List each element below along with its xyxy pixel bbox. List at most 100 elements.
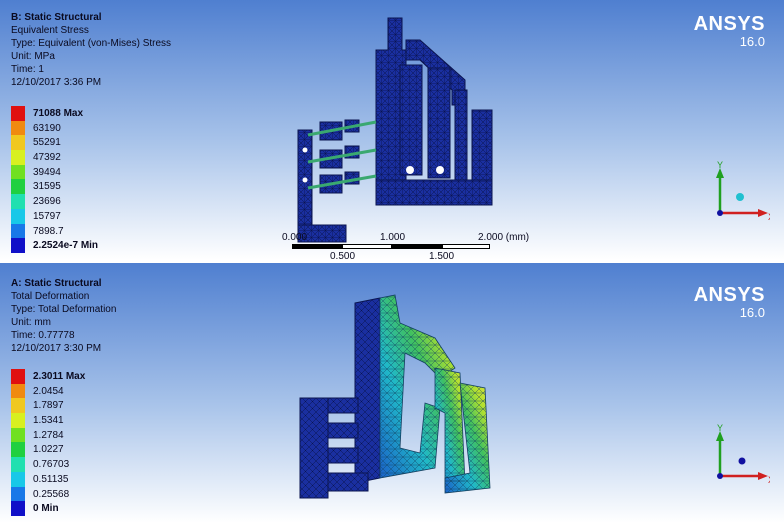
legend-color-swatch <box>11 106 25 121</box>
legend-color-swatch <box>11 164 25 180</box>
analysis-title: B: Static Structural <box>11 12 102 23</box>
legend-value: 1.7897 <box>33 400 64 412</box>
legend-entry: 0.25568 <box>11 486 121 502</box>
scale-bar: 0.000 1.000 2.000 (mm) 0.500 1.500 <box>282 232 529 260</box>
result-time: Time: 1 <box>11 64 44 75</box>
legend-value: 1.2784 <box>33 429 64 441</box>
legend-value: 2.0454 <box>33 385 64 397</box>
axis-y-label: Y <box>717 423 723 433</box>
legend-color-swatch <box>11 383 25 399</box>
legend-entry: 0 Min <box>11 501 121 516</box>
scale-label-1: 1.000 <box>380 232 406 243</box>
axis-triad[interactable]: Y X <box>700 158 770 228</box>
ansys-logo: ANSYS 16.0 <box>694 285 765 320</box>
legend-color-swatch <box>11 179 25 195</box>
result-unit: Unit: MPa <box>11 51 55 62</box>
legend-color-swatch <box>11 413 25 428</box>
scale-segment <box>342 244 392 249</box>
legend-color-swatch <box>11 238 25 253</box>
legend-entry: 71088 Max <box>11 106 121 121</box>
scale-label-05: 0.500 <box>330 251 356 260</box>
scale-label-15: 1.500 <box>429 251 455 260</box>
legend-entry: 63190 <box>11 120 121 136</box>
deformation-legend[interactable]: 2.3011 Max 2.0454 1.7897 1.5341 1.2784 1.0227… <box>11 369 121 516</box>
legend-value: 0.25568 <box>33 488 70 500</box>
legend-color-swatch <box>11 369 25 384</box>
legend-value: 31595 <box>33 181 61 193</box>
axis-x-label: X <box>768 212 770 222</box>
legend-value: 0.76703 <box>33 459 70 471</box>
legend-entry: 2.3011 Max <box>11 369 121 384</box>
result-timestamp: 12/10/2017 3:36 PM <box>11 77 102 88</box>
logo-brand: ANSYS <box>693 13 765 35</box>
result-type: Type: Equivalent (von-Mises) Stress <box>11 38 172 49</box>
legend-entry: 0.51135 <box>11 471 121 487</box>
ansys-logo: ANSYS 16.0 <box>694 14 765 49</box>
axis-triad[interactable]: Y X <box>700 421 770 491</box>
legend-color-swatch <box>11 398 25 414</box>
deformation-viewport[interactable]: A: Static Structural Total Deformation T… <box>0 263 784 523</box>
logo-brand: ANSYS <box>693 284 765 306</box>
axis-y-label: Y <box>717 160 723 170</box>
result-type: Type: Total Deformation <box>11 304 117 315</box>
legend-color-swatch <box>11 223 25 239</box>
legend-color-swatch <box>11 501 25 516</box>
scale-segment <box>392 244 442 249</box>
legend-color-swatch <box>11 135 25 151</box>
result-unit: Unit: mm <box>11 317 51 328</box>
legend-entry: 1.5341 <box>11 413 121 428</box>
legend-entry: 39494 <box>11 164 121 180</box>
legend-entry: 23696 <box>11 194 121 209</box>
legend-value: 55291 <box>33 137 61 149</box>
legend-entry: 1.0227 <box>11 442 121 458</box>
legend-value: 1.0227 <box>33 444 64 456</box>
legend-value: 0 Min <box>33 503 59 515</box>
deformation-model-mesh[interactable] <box>295 293 510 508</box>
legend-entry: 55291 <box>11 135 121 151</box>
logo-version: 16.0 <box>739 305 765 320</box>
legend-value: 47392 <box>33 152 61 164</box>
legend-value: 23696 <box>33 196 61 208</box>
deformation-info-panel: A: Static Structural Total Deformation T… <box>11 277 116 355</box>
legend-color-swatch <box>11 150 25 165</box>
scale-label-0: 0.000 <box>282 232 308 243</box>
result-name: Equivalent Stress <box>11 25 89 36</box>
legend-value: 71088 Max <box>33 108 84 119</box>
analysis-title: A: Static Structural <box>11 278 102 289</box>
legend-value: 0.51135 <box>33 473 69 485</box>
legend-color-swatch <box>11 486 25 502</box>
result-name: Total Deformation <box>11 291 90 302</box>
legend-color-swatch <box>11 194 25 209</box>
stress-info-panel: B: Static Structural Equivalent Stress T… <box>11 11 171 89</box>
legend-color-swatch <box>11 471 25 487</box>
legend-value: 7898.7 <box>33 225 64 237</box>
legend-value: 39494 <box>33 166 61 178</box>
legend-value: 2.3011 Max <box>33 371 86 382</box>
legend-color-swatch <box>11 427 25 443</box>
axis-x-label: X <box>768 475 770 485</box>
legend-entry: 2.2524e-7 Min <box>11 238 121 253</box>
legend-value: 2.2524e-7 Min <box>33 240 99 252</box>
legend-value: 15797 <box>33 210 61 222</box>
legend-value: 1.5341 <box>33 415 64 427</box>
legend-color-swatch <box>11 208 25 224</box>
result-time: Time: 0.77778 <box>11 330 75 341</box>
stress-legend[interactable]: 71088 Max 63190 55291 47392 39494 31595 23696 1… <box>11 106 121 253</box>
logo-version: 16.0 <box>739 34 765 49</box>
legend-value: 63190 <box>33 122 61 134</box>
scale-label-2: 2.000 (mm) <box>478 232 530 243</box>
viewport-divider <box>0 260 784 263</box>
legend-entry: 1.7897 <box>11 398 121 414</box>
legend-color-swatch <box>11 442 25 458</box>
legend-color-swatch <box>11 120 25 136</box>
legend-color-swatch <box>11 457 25 472</box>
legend-entry: 0.76703 <box>11 457 121 472</box>
stress-model-mesh[interactable] <box>280 10 510 245</box>
legend-entry: 47392 <box>11 150 121 165</box>
result-timestamp: 12/10/2017 3:30 PM <box>11 343 102 354</box>
stress-viewport[interactable]: B: Static Structural Equivalent Stress T… <box>0 0 784 260</box>
legend-entry: 15797 <box>11 208 121 224</box>
legend-entry: 7898.7 <box>11 223 121 239</box>
legend-entry: 2.0454 <box>11 383 121 399</box>
legend-entry: 1.2784 <box>11 427 121 443</box>
